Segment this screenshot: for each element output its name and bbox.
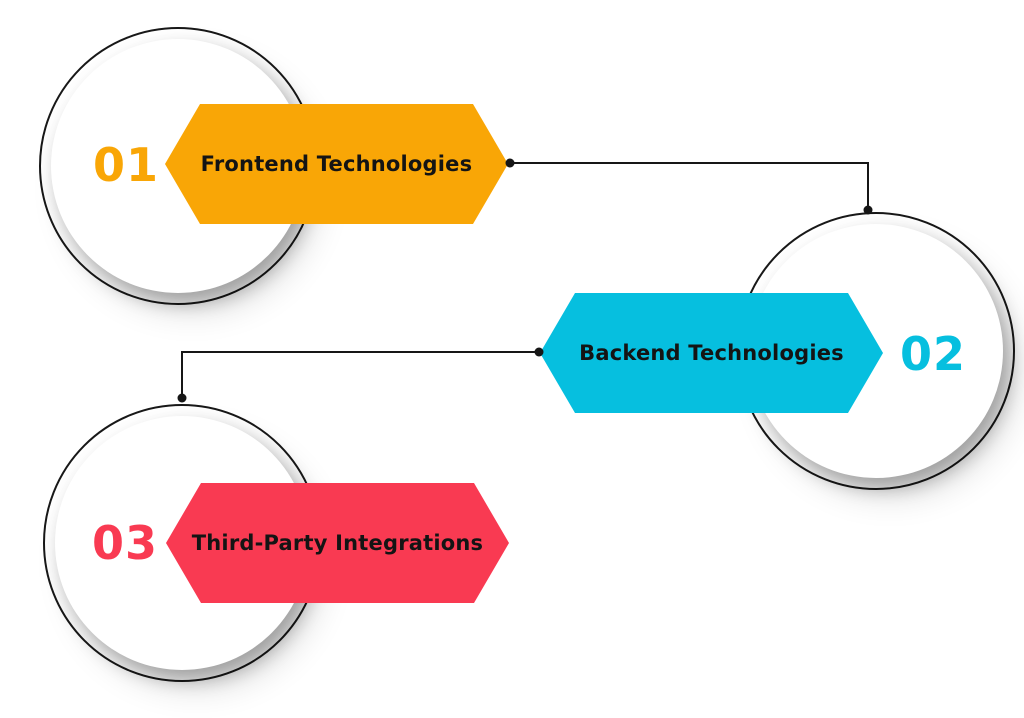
step2-banner-label: Backend Technologies [579, 341, 844, 365]
step3-number: 03 [91, 516, 159, 570]
step2-number: 02 [899, 327, 967, 381]
connector-2-line [181, 351, 539, 394]
step1-banner-label: Frontend Technologies [200, 152, 473, 176]
step1-number: 01 [92, 138, 160, 192]
step1-banner: Frontend Technologies [165, 104, 508, 224]
step3-banner: Third-Party Integrations [166, 483, 509, 603]
step2-banner: Backend Technologies [540, 293, 883, 413]
connector-2-end-dot [177, 393, 187, 403]
step3-banner-label: Third-Party Integrations [191, 531, 484, 555]
connector-1-line [510, 162, 869, 206]
